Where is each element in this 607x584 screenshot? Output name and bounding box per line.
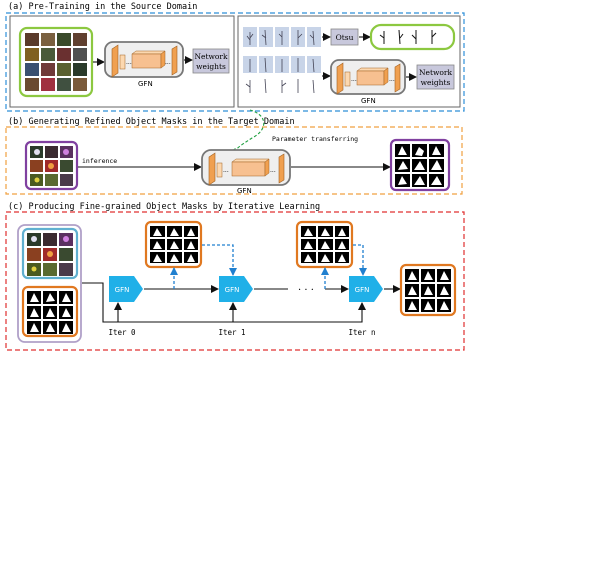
section-a-frame: [5, 12, 465, 112]
conv-dots-a2a: ...: [351, 76, 357, 83]
initial-mask-grid-c: [27, 291, 73, 334]
target-image-group-c: [21, 227, 79, 280]
conv-dots-a2b: ...: [389, 76, 395, 83]
itern-label: Iter n: [348, 328, 375, 337]
iter1-label: Iter 1: [218, 328, 245, 337]
conv-dots-a1a: ...: [126, 59, 132, 66]
input-pair-group: [17, 224, 82, 343]
otsu-mask-row: [377, 29, 439, 45]
refined-mask-grid-b: [395, 144, 444, 187]
section-b-title: (b) Generating Refined Object Masks in t…: [8, 117, 295, 127]
input-to-gfn3-line: [233, 302, 366, 323]
conv-blocks-a1: [111, 44, 178, 78]
sketch-image-row-a: [243, 27, 321, 47]
section-a-title: (a) Pre-Training in the Source Domain: [8, 2, 197, 12]
gfn-chevron-iter1: [219, 276, 253, 302]
mask-grid-iter0: [150, 226, 198, 263]
feedback-down-iter1: [202, 244, 237, 276]
network-weights-a2-line1: Network: [419, 68, 453, 77]
gfn-chevron-iter0: [109, 276, 143, 302]
conv-dots-a1b: ...: [165, 59, 171, 66]
otsu-label: Otsu: [336, 33, 354, 42]
network-weights-box-a2: [416, 64, 455, 90]
parameter-transfer-label: Parameter transferring: [272, 135, 358, 143]
network-weights-box-a1: [192, 48, 230, 74]
initial-mask-group-c: [21, 285, 79, 338]
gfn-chevron-iter0-label: GFN: [115, 286, 130, 294]
final-mask-grid: [405, 269, 451, 312]
gfn-chevron-itern-label: GFN: [355, 286, 370, 294]
refined-mask-group-b: [389, 138, 451, 192]
feedback-down-itern: [353, 244, 367, 276]
target-image-group-b: [24, 140, 79, 191]
conv-blocks-b: [208, 152, 285, 186]
conv-dots-b1: ...: [223, 167, 229, 174]
gfn-label-b: GFN: [237, 187, 252, 195]
section-c-frame: [5, 211, 465, 351]
final-mask-group: [399, 263, 457, 317]
gfn-label-a1: GFN: [138, 80, 153, 88]
section-c-title: (c) Producing Fine-grained Object Masks …: [8, 202, 320, 212]
input-to-gfn2-line: [103, 302, 237, 323]
otsu-box: [330, 28, 359, 46]
gfn-chevron-itern: [349, 276, 383, 302]
section-b-frame: [5, 126, 463, 195]
gfn-label-a2: GFN: [361, 97, 376, 105]
sketch-image-grid-a: [243, 56, 321, 94]
conv-blocks-a2: [336, 62, 401, 95]
conv-dots-b2: ...: [270, 167, 276, 174]
gfn-chevron-iter1-label: GFN: [225, 286, 240, 294]
mask-grid-itern-1: [301, 226, 349, 263]
iteration-ellipsis: · · ·: [298, 285, 314, 296]
target-image-grid-c: [27, 233, 73, 276]
section-a-left-panel: [9, 15, 235, 108]
network-weights-a1-line2: weights: [196, 62, 226, 71]
source-image-grid: [25, 33, 87, 91]
inference-label: inference: [82, 157, 117, 165]
network-weights-a2-line2: weights: [421, 78, 451, 87]
iter0-label: Iter 0: [108, 328, 136, 337]
otsu-mask-group: [369, 23, 456, 51]
target-image-grid-b: [30, 146, 73, 186]
source-image-group: [18, 26, 94, 98]
section-a-right-panel: [237, 15, 461, 108]
network-weights-a1-line1: Network: [194, 52, 228, 61]
